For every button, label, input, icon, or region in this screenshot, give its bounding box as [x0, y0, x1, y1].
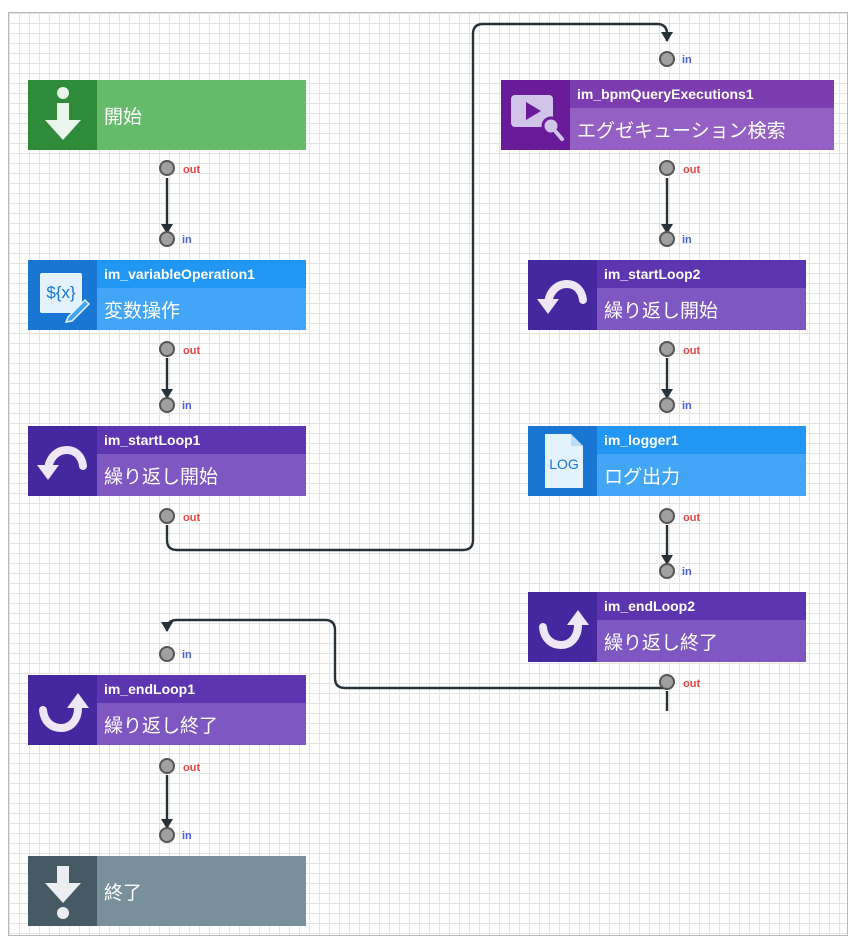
loop1-in-label: in [182, 400, 192, 412]
log-icon-text: LOG [549, 456, 579, 472]
start-label: 開始 [104, 106, 143, 128]
log-icon-box: LOG [528, 426, 597, 496]
start-node[interactable]: 開始 [28, 80, 306, 150]
start-loop1-label: 繰り返し開始 [97, 454, 306, 496]
query-out-port[interactable] [659, 160, 675, 176]
endloop1-in-label: in [182, 649, 192, 661]
end-in-port[interactable] [159, 827, 175, 843]
start-out-port[interactable] [159, 160, 175, 176]
end-label: 終了 [104, 882, 143, 904]
end-node[interactable]: 終了 [28, 856, 306, 926]
arrow-down-icon [44, 87, 81, 140]
start-loop2-label: 繰り返し開始 [597, 288, 806, 330]
loop-start-icon [536, 279, 587, 314]
query-in-label: in [682, 54, 692, 66]
logger-out-port[interactable] [659, 508, 675, 524]
end-icon-box [28, 856, 97, 926]
loop-start-icon-box [528, 260, 597, 330]
logger-out-label: out [683, 512, 701, 524]
connector-endloop2-to-endloop1[interactable] [167, 618, 669, 711]
variable-operation-name: im_variableOperation1 [97, 260, 306, 288]
loop2-out-port[interactable] [659, 341, 675, 357]
end-loop1-label: 繰り返し終了 [97, 703, 306, 745]
flow-canvas[interactable]: 開始 ${x} im_variableOperation1 変数操作 im_st… [8, 12, 848, 936]
var1-in-port[interactable] [159, 231, 175, 247]
end-in-label: in [182, 830, 192, 842]
endloop1-in-port[interactable] [159, 646, 175, 662]
endloop2-out-port[interactable] [659, 674, 675, 690]
loop1-out-port[interactable] [159, 508, 175, 524]
var1-out-label: out [183, 345, 201, 357]
logger-node[interactable]: LOG im_logger1 ログ出力 [528, 426, 806, 496]
loop-end-icon [38, 693, 89, 733]
connector-loop1-to-query[interactable] [165, 22, 673, 552]
query-executions-icon-box [501, 80, 570, 150]
variable-operation-node[interactable]: ${x} im_variableOperation1 変数操作 [28, 260, 306, 330]
loop-end-icon-box [528, 592, 597, 662]
variable-icon-text: ${x} [46, 283, 76, 302]
variable-operation-label: 変数操作 [97, 288, 306, 330]
end-arrow-icon [44, 866, 81, 919]
loop-end-icon [538, 610, 589, 650]
query-in-port[interactable] [659, 51, 675, 67]
end-loop2-node[interactable]: im_endLoop2 繰り返し終了 [528, 592, 806, 662]
start-loop2-name: im_startLoop2 [597, 260, 806, 288]
query-executions-name: im_bpmQueryExecutions1 [570, 80, 834, 108]
endloop2-in-label: in [682, 566, 692, 578]
loop-start-icon-box [28, 426, 97, 496]
end-loop2-name: im_endLoop2 [597, 592, 806, 620]
loop-start-icon [36, 445, 87, 480]
endloop2-out-label: out [683, 678, 701, 690]
loop2-in-label: in [682, 234, 692, 246]
query-executions-label: エグゼキューション検索 [570, 108, 834, 150]
start-loop1-node[interactable]: im_startLoop1 繰り返し開始 [28, 426, 306, 496]
loop1-in-port[interactable] [159, 397, 175, 413]
end-loop1-node[interactable]: im_endLoop1 繰り返し終了 [28, 675, 306, 745]
endloop2-in-port[interactable] [659, 563, 675, 579]
variable-icon: ${x} [39, 273, 90, 323]
variable-icon-box: ${x} [28, 260, 97, 330]
logger-label: ログ出力 [597, 454, 806, 496]
end-loop2-label: 繰り返し終了 [597, 620, 806, 662]
end-loop1-name: im_endLoop1 [97, 675, 306, 703]
loop1-out-label: out [183, 512, 201, 524]
log-file-icon: LOG [544, 434, 583, 488]
loop2-in-port[interactable] [659, 231, 675, 247]
start-icon-box [28, 80, 97, 150]
start-loop1-name: im_startLoop1 [97, 426, 306, 454]
loop2-out-label: out [683, 345, 701, 357]
query-executions-icon [510, 95, 564, 141]
var1-out-port[interactable] [159, 341, 175, 357]
logger-in-port[interactable] [659, 397, 675, 413]
logger-name: im_logger1 [597, 426, 806, 454]
endloop1-out-label: out [183, 762, 201, 774]
var1-in-label: in [182, 234, 192, 246]
query-executions-node[interactable]: im_bpmQueryExecutions1 エグゼキューション検索 [501, 80, 834, 150]
loop-end-icon-box [28, 675, 97, 745]
start-loop2-node[interactable]: im_startLoop2 繰り返し開始 [528, 260, 806, 330]
endloop1-out-port[interactable] [159, 758, 175, 774]
logger-in-label: in [682, 400, 692, 412]
start-out-label: out [183, 164, 201, 176]
query-out-label: out [683, 164, 701, 176]
connections-layer [9, 22, 673, 829]
